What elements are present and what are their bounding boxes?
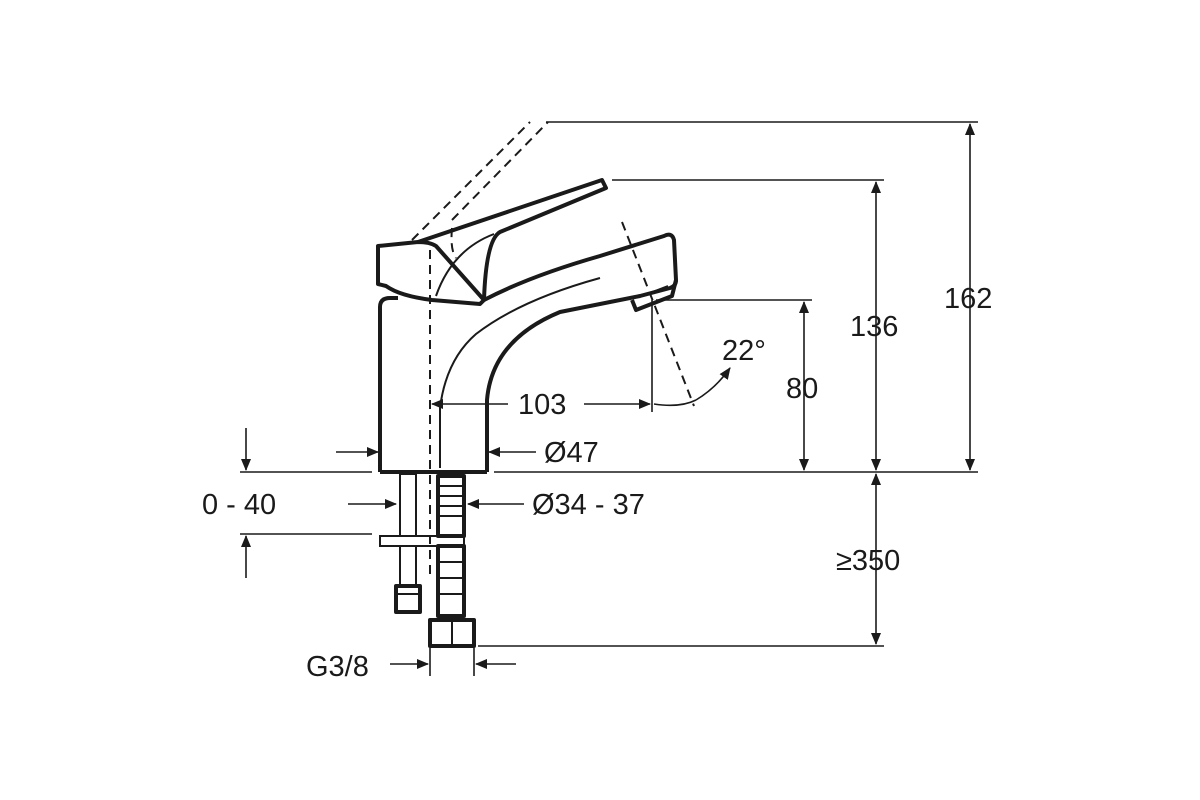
handle-raised-position-2	[451, 121, 549, 221]
dim-angle-arrow	[695, 367, 731, 401]
label-deck-thickness: 0 - 40	[202, 489, 276, 521]
mounting-plate	[379, 535, 465, 547]
faucet-aerator	[630, 279, 678, 312]
label-spout-reach: 103	[518, 389, 566, 421]
mounting-hardware	[379, 473, 476, 648]
label-height-total: 162	[944, 283, 992, 315]
spout-water-axis	[621, 221, 695, 407]
threaded-rod	[399, 473, 417, 537]
dimension-lines	[240, 121, 978, 676]
label-spout-angle: 22°	[722, 335, 766, 367]
label-height-handle: 136	[850, 311, 898, 343]
label-body-diameter: Ø47	[544, 437, 599, 469]
rod-nut	[394, 584, 422, 614]
label-height-spout: 80	[786, 373, 818, 405]
handle-raised-position	[411, 121, 531, 241]
faucet-outline	[376, 121, 678, 474]
rod-lower	[399, 545, 417, 587]
handle-raised-arc	[450, 227, 457, 259]
label-hole-diameter: Ø34 - 37	[532, 489, 645, 521]
faucet-body	[378, 296, 398, 472]
label-hose-length: ≥350	[836, 545, 900, 577]
aerator-line	[641, 285, 669, 297]
label-thread: G3/8	[306, 651, 369, 683]
handle-inner-curve	[435, 233, 495, 297]
handle-base	[376, 240, 486, 306]
spout-inner-curve	[439, 277, 601, 468]
dim-angle-arc	[653, 399, 697, 407]
supply-hose-lower	[436, 544, 466, 618]
dimension-labels: 162 136 80 103 22° Ø47 Ø34 - 37 0 - 40 ≥…	[202, 283, 992, 683]
handle-lever	[417, 178, 608, 301]
